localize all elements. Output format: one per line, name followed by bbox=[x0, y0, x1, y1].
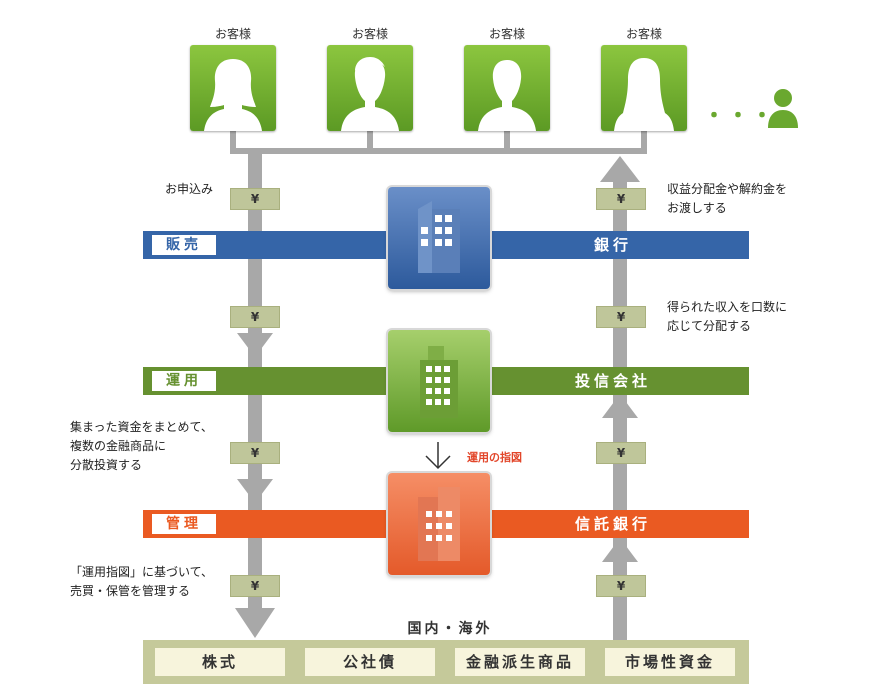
down-flow-arrows bbox=[235, 154, 275, 638]
note-apply: お申込み bbox=[165, 182, 214, 196]
instruction-arrow bbox=[425, 442, 451, 470]
yen-tag-right-4: ¥ bbox=[596, 575, 646, 597]
band-management-tag: 管理 bbox=[152, 514, 216, 534]
yen-tag-left-4: ¥ bbox=[230, 575, 280, 597]
customer-label-2: お客様 bbox=[351, 27, 388, 41]
yen-tag-left-1: ¥ bbox=[230, 188, 280, 210]
yen-tag-right-3: ¥ bbox=[596, 442, 646, 464]
trust-bank-building-icon bbox=[388, 473, 490, 575]
note-instruction: 運用の指図 bbox=[467, 451, 522, 464]
note-manage: 「運用指図」に基づいて、売買・保管を管理する bbox=[70, 565, 214, 598]
up-arrow-2 bbox=[602, 394, 638, 418]
customer-label-4: お客様 bbox=[625, 27, 662, 41]
asset-bonds: 公社債 bbox=[305, 648, 435, 676]
customer-label-3: お客様 bbox=[488, 27, 525, 41]
bank-building-icon bbox=[388, 187, 490, 289]
customer-longhair-icon bbox=[601, 45, 687, 131]
investment-company-building-icon bbox=[388, 330, 490, 432]
down-arrow-1 bbox=[237, 333, 273, 357]
customer-label-1: お客様 bbox=[214, 27, 251, 41]
customer-woman-icon bbox=[190, 45, 276, 131]
band-management-name: 信託銀行 bbox=[574, 515, 651, 533]
up-flow-arrows bbox=[600, 156, 640, 640]
yen-tag-right-2: ¥ bbox=[596, 306, 646, 328]
customer-man-icon bbox=[327, 45, 413, 131]
more-customers-ellipsis: ・・・ bbox=[703, 104, 776, 129]
band-operation-tag: 運用 bbox=[152, 371, 216, 391]
yen-tag-left-3: ¥ bbox=[230, 442, 280, 464]
up-arrow-1 bbox=[600, 156, 640, 182]
asset-stocks: 株式 bbox=[155, 648, 285, 676]
note-distribute: 得られた収入を口数に応じて分配する bbox=[667, 300, 788, 333]
down-arrow-3 bbox=[235, 608, 275, 638]
market-title: 国内・海外 bbox=[407, 621, 493, 637]
note-payout: 収益分配金や解約金をお渡しする bbox=[667, 182, 788, 215]
asset-derivatives: 金融派生商品 bbox=[455, 648, 585, 676]
band-sales-tag: 販売 bbox=[152, 235, 216, 255]
customer-person-icon bbox=[464, 45, 550, 131]
note-invest: 集まった資金をまとめて、複数の金融商品に分散投資する bbox=[70, 420, 213, 472]
up-arrow-3 bbox=[602, 538, 638, 562]
down-arrow-2 bbox=[237, 479, 273, 503]
yen-tag-right-1: ¥ bbox=[596, 188, 646, 210]
asset-money-market: 市場性資金 bbox=[605, 648, 735, 676]
band-operation-name: 投信会社 bbox=[574, 372, 651, 390]
more-customers-icon bbox=[768, 89, 798, 128]
band-sales-name: 銀行 bbox=[593, 236, 632, 254]
yen-tag-left-2: ¥ bbox=[230, 306, 280, 328]
